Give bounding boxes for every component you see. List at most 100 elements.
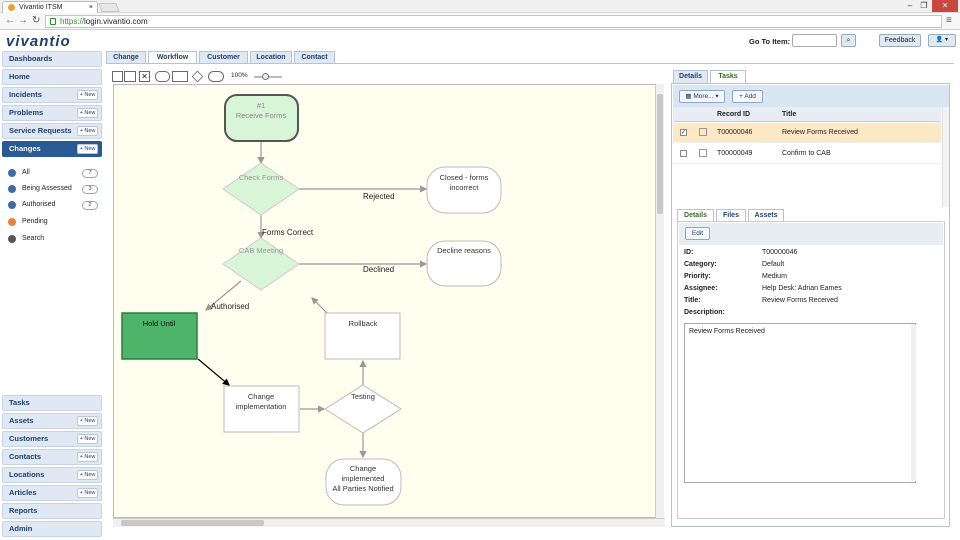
select-tool-icon[interactable] — [112, 71, 123, 82]
tab-contact[interactable]: Contact — [294, 51, 335, 63]
new-tab-button[interactable] — [98, 3, 120, 12]
description-textarea[interactable]: Review Forms Received — [684, 323, 916, 483]
sidebar-item-service-requests[interactable]: Service Requests+ New — [2, 123, 102, 139]
more-dropdown-button[interactable]: ▦ More... ▾ — [679, 90, 725, 103]
row-checkbox[interactable]: ✓ — [680, 129, 687, 136]
goto-item-input[interactable] — [792, 34, 837, 47]
reload-icon[interactable]: ↻ — [32, 15, 41, 26]
new-incident-button[interactable]: + New — [77, 90, 98, 100]
node-closed-forms-incorrect[interactable] — [426, 166, 502, 214]
sidebar-item-reports[interactable]: Reports — [2, 503, 102, 519]
new-location-button[interactable]: + New — [77, 470, 98, 480]
scroll-thumb[interactable] — [121, 520, 264, 526]
node-cab-meeting[interactable] — [222, 237, 300, 291]
node-testing[interactable] — [324, 384, 402, 434]
tasks-table-scrollbar[interactable] — [942, 107, 949, 207]
sidebar-item-articles[interactable]: Articles+ New — [2, 485, 102, 501]
ellipse-tool-icon[interactable] — [208, 71, 224, 82]
new-contact-button[interactable]: + New — [77, 452, 98, 462]
add-task-button[interactable]: + Add — [732, 90, 763, 103]
node-hold-until[interactable] — [121, 312, 198, 360]
copy-tool-icon[interactable] — [124, 71, 136, 82]
sidebar-item-locations[interactable]: Locations+ New — [2, 467, 102, 483]
sidebar-item-admin[interactable]: Admin — [2, 521, 102, 537]
tab-tasks[interactable]: Tasks — [710, 70, 746, 83]
restore-icon[interactable]: ❐ — [920, 1, 928, 10]
filter-label: Authorised — [22, 201, 56, 208]
sidebar-item-incidents[interactable]: Incidents + New — [2, 87, 102, 103]
new-asset-button[interactable]: + New — [77, 416, 98, 426]
forward-icon[interactable]: → — [18, 15, 28, 26]
sidebar-item-label: Problems — [9, 108, 44, 117]
sidebar-item-label: Tasks — [9, 398, 30, 407]
tab-files[interactable]: Files — [716, 209, 746, 221]
sidebar-item-problems[interactable]: Problems + New — [2, 105, 102, 121]
tab-assets[interactable]: Assets — [748, 209, 784, 221]
node-check-forms[interactable] — [222, 162, 300, 216]
goto-search-button[interactable]: ⌕ — [841, 34, 856, 47]
browser-menu-icon[interactable]: ≡ — [946, 15, 952, 26]
back-icon[interactable]: ← — [5, 15, 15, 26]
browser-tab[interactable]: Vivantio ITSM × — [2, 1, 98, 13]
node-rollback[interactable] — [324, 312, 401, 360]
new-customer-button[interactable]: + New — [77, 434, 98, 444]
sidebar-item-label: Incidents — [9, 90, 42, 99]
tab-change[interactable]: Change — [106, 51, 146, 63]
url-input[interactable]: https://login.vivantio.com — [45, 15, 942, 28]
open-record-icon[interactable] — [699, 128, 707, 136]
sidebar-item-tasks[interactable]: Tasks — [2, 395, 102, 411]
workflow-canvas[interactable]: #1 Receive Forms Check Forms Closed - fo… — [113, 84, 661, 518]
tab-workflow[interactable]: Workflow — [148, 51, 197, 64]
new-problem-button[interactable]: + New — [77, 108, 98, 118]
new-service-request-button[interactable]: + New — [77, 126, 98, 136]
close-tab-icon[interactable]: × — [88, 4, 93, 11]
list-icon — [8, 185, 16, 193]
edit-button[interactable]: Edit — [685, 227, 710, 240]
table-row[interactable]: ✓ T00000046 Review Forms Received — [673, 123, 941, 143]
sidebar-item-label: Customers — [9, 434, 49, 443]
tab-location[interactable]: Location — [250, 51, 292, 63]
node-decline-reasons[interactable] — [426, 240, 502, 287]
row-checkbox[interactable] — [680, 150, 687, 157]
node-receive-forms[interactable] — [224, 94, 299, 142]
detail-priority-value: Medium — [762, 273, 787, 280]
rectangle-tool-icon[interactable] — [172, 71, 188, 82]
user-menu-button[interactable]: 👤 ▾ — [928, 34, 956, 47]
column-title[interactable]: Title — [782, 111, 797, 118]
sidebar-item-home[interactable]: Home — [2, 69, 102, 85]
table-row[interactable]: T00000049 Confirm to CAB — [673, 144, 941, 164]
delete-tool-icon[interactable]: ✕ — [139, 71, 150, 82]
canvas-horizontal-scrollbar[interactable] — [113, 518, 665, 527]
open-record-icon[interactable] — [699, 149, 707, 157]
new-article-button[interactable]: + New — [77, 488, 98, 498]
sidebar-item-label: Admin — [9, 524, 33, 533]
sidebar-item-dashboards[interactable]: Dashboards — [2, 51, 102, 67]
diamond-tool-icon[interactable] — [191, 70, 204, 83]
minimize-icon[interactable]: – — [907, 1, 913, 10]
window-close-icon[interactable]: ✕ — [932, 0, 958, 12]
zoom-slider-handle[interactable] — [262, 73, 269, 80]
filter-search[interactable]: Search — [8, 233, 102, 245]
sidebar-item-changes[interactable]: Changes+ New — [2, 141, 102, 157]
filter-pending[interactable]: Pending — [8, 216, 102, 228]
column-record-id[interactable]: Record ID — [717, 111, 751, 118]
sidebar-item-customers[interactable]: Customers + New — [2, 431, 102, 447]
sidebar-item-assets[interactable]: Assets+ New — [2, 413, 102, 429]
node-change-implemented[interactable] — [325, 458, 402, 506]
scroll-thumb[interactable] — [657, 94, 663, 214]
canvas-vertical-scrollbar[interactable] — [655, 84, 664, 518]
feedback-button[interactable]: Feedback — [879, 34, 921, 47]
rounded-shape-tool-icon[interactable] — [155, 71, 170, 82]
node-change-implementation[interactable] — [223, 385, 300, 433]
node-hold-until-label: Hold Until — [143, 319, 176, 328]
tab-task-details[interactable]: Details — [677, 209, 714, 221]
tab-customer[interactable]: Customer — [199, 51, 248, 63]
list-icon — [8, 201, 16, 209]
tab-details[interactable]: Details — [673, 70, 708, 83]
new-change-button[interactable]: + New — [77, 144, 98, 154]
sidebar-item-contacts[interactable]: Contacts+ New — [2, 449, 102, 465]
description-scrollbar[interactable] — [911, 325, 916, 481]
